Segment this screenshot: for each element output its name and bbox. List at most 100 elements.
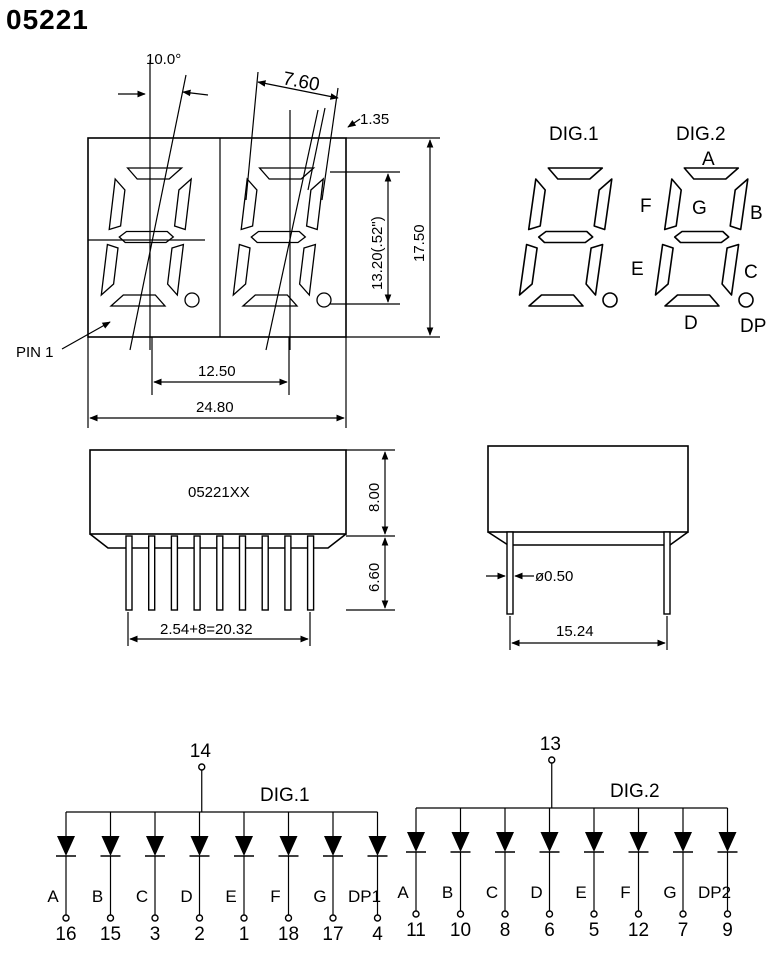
segment-label: A bbox=[397, 883, 409, 902]
segment-label: E bbox=[225, 887, 236, 906]
segment-label: E bbox=[575, 883, 586, 902]
pitch-dim: 7.60 bbox=[281, 68, 321, 96]
diode-triangle bbox=[407, 832, 425, 852]
pin-terminal bbox=[634, 910, 643, 918]
pin-number: 16 bbox=[55, 924, 76, 945]
side-body bbox=[89, 449, 347, 535]
diode-triangle bbox=[146, 836, 164, 856]
diode-triangle bbox=[496, 832, 514, 852]
pin-number: 18 bbox=[278, 924, 299, 945]
pitch-ext-left bbox=[245, 71, 259, 201]
digit-label: DIG.2 bbox=[610, 781, 660, 802]
pin-terminal bbox=[723, 910, 732, 918]
side-pin bbox=[147, 535, 156, 611]
diode-triangle bbox=[324, 836, 342, 856]
pin-number: 4 bbox=[372, 924, 383, 945]
pin-terminal bbox=[545, 910, 554, 918]
segment-f bbox=[527, 178, 547, 231]
common-pin-number: 13 bbox=[540, 734, 561, 755]
seg-label-dp: DP bbox=[740, 316, 766, 337]
decimal-point bbox=[184, 292, 200, 308]
diode-triangle bbox=[451, 832, 470, 852]
seg-label-b: B bbox=[750, 203, 763, 224]
seg-label-a: A bbox=[702, 149, 715, 170]
seg-ext-line bbox=[307, 107, 326, 191]
segment-c bbox=[166, 243, 185, 297]
pin-number: 9 bbox=[722, 920, 733, 941]
map-dig1-label: DIG.1 bbox=[549, 124, 599, 145]
map-digit-1 bbox=[518, 167, 618, 308]
seg-label-g: G bbox=[692, 198, 707, 219]
segment-label: D bbox=[530, 883, 542, 902]
segment-d bbox=[109, 294, 167, 307]
pin-terminal bbox=[456, 910, 465, 918]
segment-b bbox=[305, 177, 325, 231]
diode-triangle bbox=[368, 836, 387, 856]
part-title: 05221 bbox=[6, 4, 89, 35]
segment-a bbox=[683, 167, 740, 180]
segment-label: B bbox=[92, 887, 103, 906]
pin-number: 10 bbox=[450, 920, 471, 941]
pin-number: 15 bbox=[100, 924, 121, 945]
angle-arrow-right bbox=[182, 89, 209, 97]
pin-pitch-dim: 2.54+8=20.32 bbox=[160, 621, 253, 638]
pin-terminal bbox=[284, 914, 293, 922]
side-view: 05221XX 8.00 6.60 2.54+8=20.32 bbox=[89, 449, 395, 646]
pin-number: 11 bbox=[406, 920, 426, 941]
segment-d bbox=[664, 294, 720, 307]
segment-f bbox=[108, 177, 126, 231]
seg-label-f: F bbox=[640, 196, 652, 217]
segment-g bbox=[250, 230, 307, 244]
pin-terminal bbox=[329, 914, 337, 922]
pin-terminal bbox=[195, 914, 204, 922]
pin-length-dim: 6.60 bbox=[366, 563, 383, 592]
segment-f bbox=[663, 178, 683, 231]
segment-label: F bbox=[620, 883, 630, 902]
front-body-outline bbox=[87, 137, 347, 338]
decimal-point bbox=[602, 292, 618, 308]
diode-triangle bbox=[718, 832, 737, 852]
diode-triangle bbox=[585, 832, 603, 852]
segment-c bbox=[721, 243, 740, 296]
segment-e bbox=[232, 243, 251, 297]
front-digit-2 bbox=[232, 167, 332, 308]
pitch-dim-line bbox=[257, 80, 339, 100]
common-pin-terminal bbox=[198, 763, 206, 771]
pitch-ext-right bbox=[321, 87, 339, 201]
body-thickness-dim: 8.00 bbox=[366, 483, 383, 512]
end-pin-left bbox=[506, 531, 514, 615]
segment-label: A bbox=[47, 887, 59, 906]
diode-triangle bbox=[57, 836, 75, 856]
pin-number: 6 bbox=[544, 920, 555, 941]
front-digit-1 bbox=[100, 167, 200, 308]
angle-dim: 10.0° bbox=[146, 51, 181, 68]
end-base bbox=[487, 531, 689, 546]
end-pin-right bbox=[663, 531, 671, 615]
slant-line-2 bbox=[265, 109, 319, 351]
diode-triangle bbox=[235, 836, 253, 856]
spacing-dim: 12.50 bbox=[198, 363, 236, 380]
slant-line-1 bbox=[129, 74, 187, 351]
pin-dia-dim: ø0.50 bbox=[535, 568, 573, 585]
digit-height-dim: 13.20(.52") bbox=[369, 216, 386, 290]
diode-triangle bbox=[101, 836, 120, 856]
map-digit-2 bbox=[654, 167, 754, 308]
end-body bbox=[487, 445, 689, 533]
segment-d bbox=[241, 294, 299, 307]
side-pin bbox=[306, 535, 315, 611]
body-height-dim: 17.50 bbox=[411, 224, 428, 262]
pin-terminal bbox=[590, 910, 598, 918]
pin-terminal bbox=[373, 914, 382, 922]
decimal-point bbox=[738, 292, 754, 308]
segment-label: G bbox=[663, 883, 676, 902]
side-pins bbox=[125, 535, 315, 611]
segment-map: DIG.1 DIG.2 A B C D E F G DP bbox=[518, 124, 766, 337]
segment-b bbox=[729, 178, 749, 231]
segment-label: C bbox=[486, 883, 498, 902]
segment-e bbox=[654, 243, 674, 296]
pin-number: 2 bbox=[194, 924, 205, 945]
segment-b bbox=[173, 177, 193, 231]
